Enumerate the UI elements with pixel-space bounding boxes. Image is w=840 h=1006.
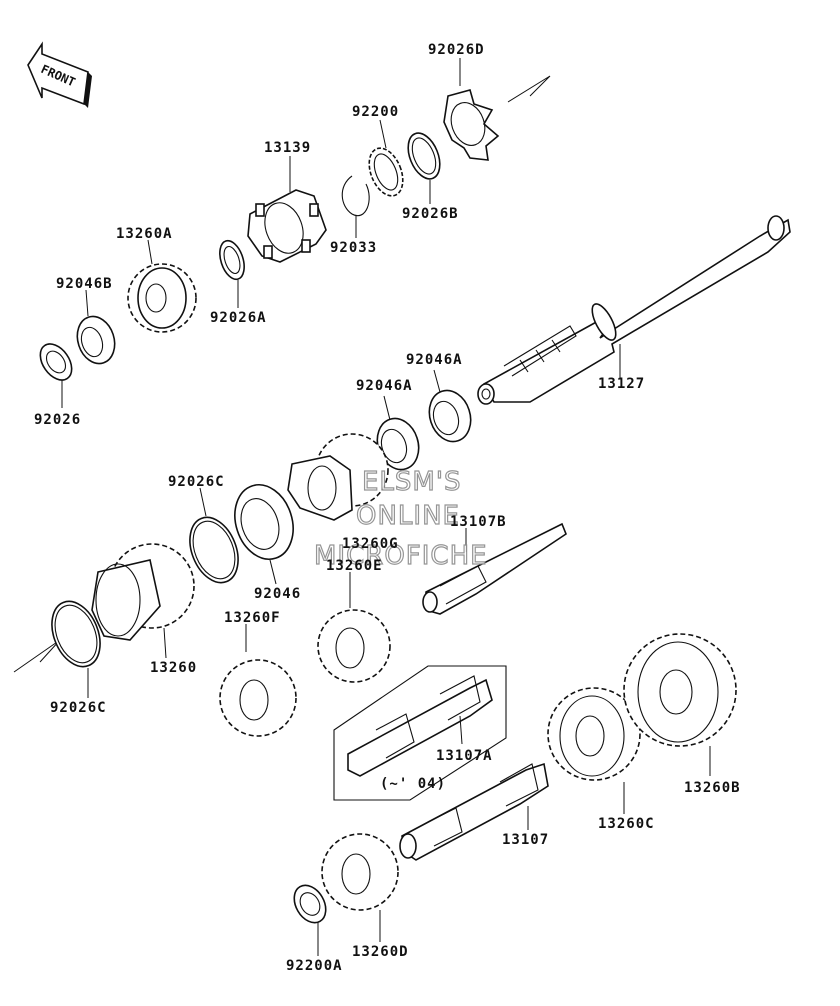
gear-13260: [91, 543, 195, 641]
label-92026C-lower: 92026C: [50, 700, 107, 716]
washer-92026B: [407, 132, 441, 180]
gear-13139: [247, 189, 327, 263]
leader-lines: [61, 58, 711, 956]
label-92026B: 92026B: [402, 206, 459, 222]
gear-13260B: [623, 633, 737, 747]
label-13127: 13127: [598, 376, 645, 392]
washer-92200A: [293, 884, 327, 924]
watermark-line-3: MICROFICHE: [314, 541, 488, 571]
washer-92026: [39, 343, 73, 381]
label-92046A-lower: 92046A: [356, 378, 413, 394]
shaft-13127: [477, 215, 791, 405]
gear-13260C: [547, 687, 641, 781]
label-92026D: 92026D: [428, 42, 485, 58]
gear-13260D: [321, 833, 399, 911]
shaft-13107B: [422, 522, 567, 615]
label-92026A: 92026A: [210, 310, 267, 326]
label-92200: 92200: [352, 104, 399, 120]
label-13260F: 13260F: [224, 610, 281, 626]
label-13260A: 13260A: [116, 226, 173, 242]
label-92046A-upper: 92046A: [406, 352, 463, 368]
label-13260G: 13260G: [342, 536, 399, 552]
part-labels: 92026D 92200 13139 92026B 92033 13260A 9…: [34, 42, 741, 974]
watermark-line-2: ONLINE: [356, 501, 460, 531]
label-13260E: 13260E: [326, 558, 383, 574]
label-13260C: 13260C: [598, 816, 655, 832]
label-13107: 13107: [502, 832, 549, 848]
axis-line-top: [507, 75, 551, 103]
label-92046B: 92046B: [56, 276, 113, 292]
lock-washer-92026D: [443, 89, 500, 161]
shaft-13107: [399, 762, 549, 861]
washer-92026A: [219, 239, 245, 281]
label-92026C-upper: 92026C: [168, 474, 225, 490]
gear-13260E: [317, 609, 391, 683]
axis-line-bottom: [13, 639, 61, 673]
bearing-92046A-upper: [428, 389, 472, 443]
label-92200A: 92200A: [286, 958, 343, 974]
label-13107B: 13107B: [450, 514, 507, 530]
watermark: ELSM'S ONLINE MICROFICHE: [313, 466, 488, 571]
ring-92026C-lower: [51, 600, 101, 668]
label-92033: 92033: [330, 240, 377, 256]
note-text: (~' 04): [380, 776, 446, 792]
gear-13260A: [127, 263, 197, 333]
inset-box: (~' 04): [333, 665, 507, 801]
bearing-92046: [234, 484, 294, 560]
label-13107A: 13107A: [436, 748, 493, 764]
label-13260B: 13260B: [684, 780, 741, 796]
circlip-92033: [341, 175, 370, 217]
washer-92200: [368, 147, 404, 197]
front-arrow-icon: FRONT: [27, 41, 92, 108]
watermark-line-1: ELSM'S: [362, 467, 462, 497]
label-13260D: 13260D: [352, 944, 409, 960]
gear-cluster-middle: [287, 433, 389, 521]
bearing-92046B: [76, 315, 116, 365]
label-92026: 92026: [34, 412, 81, 428]
label-13260: 13260: [150, 660, 197, 676]
ring-92026C-upper: [189, 516, 239, 584]
label-13139: 13139: [264, 140, 311, 156]
gear-13260F: [219, 659, 297, 737]
label-92046: 92046: [254, 586, 301, 602]
